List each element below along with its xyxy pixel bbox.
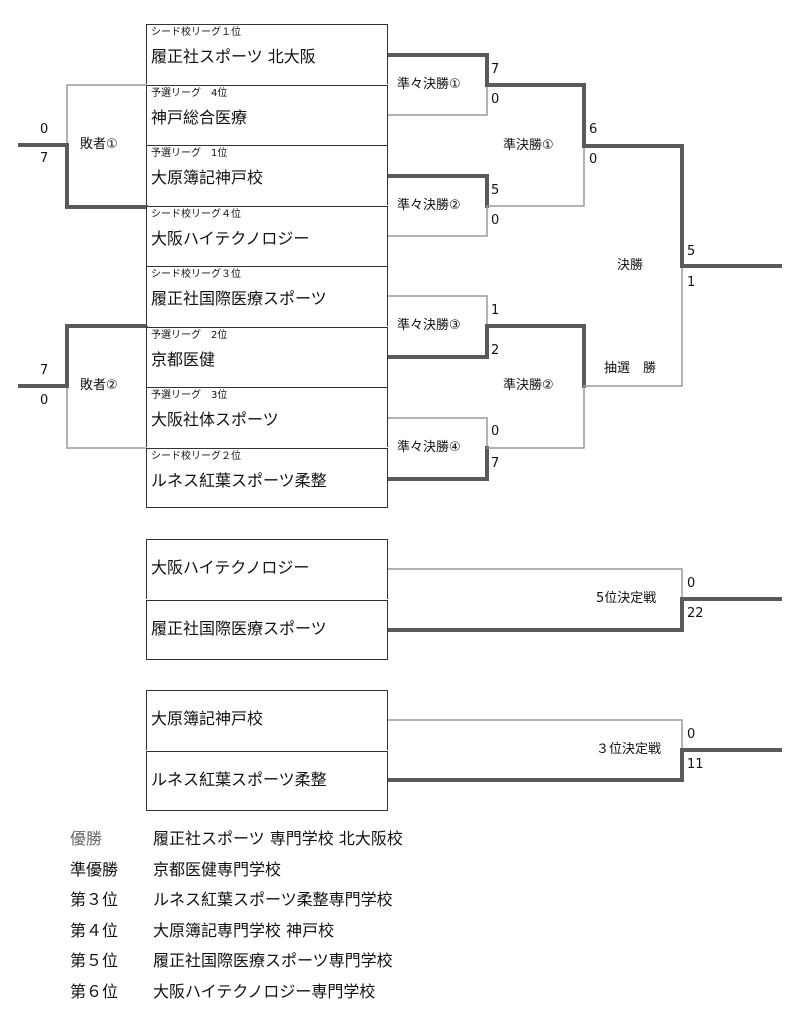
team-name: 履正社国際医療スポーツ <box>151 289 327 308</box>
team-seed: 予選リーグ 1位 <box>151 148 228 159</box>
score-qf4-bottom: 7 <box>491 456 500 471</box>
team-name: ルネス紅葉スポーツ柔整 <box>151 471 327 490</box>
team-box-5: シード校リーグ３位 履正社国際医療スポーツ <box>146 266 388 326</box>
third-team-a-box: 大原簿記神戸校 <box>146 690 388 750</box>
score-sf1-top: 6 <box>589 122 598 137</box>
team-seed: シード校リーグ２位 <box>151 451 241 462</box>
score-loser1-top: 0 <box>40 122 49 137</box>
score-loser1-bottom: 7 <box>40 151 49 166</box>
team-box-3: 予選リーグ 1位 大原簿記神戸校 <box>146 145 388 205</box>
sf2-label: 準決勝② <box>503 378 554 394</box>
score-qf2-bottom: 0 <box>491 213 500 228</box>
qf2-top-line <box>386 174 489 208</box>
qf1-label: 準々決勝① <box>397 77 461 93</box>
result-team: ルネス紅葉スポーツ柔整専門学校 <box>153 890 393 909</box>
score-sf1-bottom: 0 <box>589 152 598 167</box>
score-qf2-top: 5 <box>491 183 500 198</box>
qf4-label: 準々決勝④ <box>397 440 461 456</box>
team-name: 履正社スポーツ 北大阪 <box>151 47 316 66</box>
result-rank: 第６位 <box>70 981 119 1001</box>
loser1-label: 敗者① <box>80 137 118 153</box>
team-name: 大原簿記神戸校 <box>151 709 264 728</box>
qf3-top-line <box>387 295 488 327</box>
qf2-label: 準々決勝② <box>397 198 461 214</box>
team-seed: 予選リーグ 2位 <box>151 330 228 341</box>
loser1-top-line <box>66 84 147 146</box>
team-seed: 予選リーグ 4位 <box>151 88 228 99</box>
third-place-label: ３位決定戦 <box>596 742 662 758</box>
result-team: 履正社スポーツ 専門学校 北大阪校 <box>153 829 403 848</box>
result-rank: 第５位 <box>70 951 119 970</box>
loser2-bottom-line <box>66 385 147 449</box>
team-name: 大阪ハイテクノロジー <box>151 558 310 577</box>
team-seed: シード校リーグ３位 <box>151 269 241 280</box>
result-team: 履正社国際医療スポーツ専門学校 <box>153 951 393 970</box>
team-name: 神戸総合医療 <box>151 108 248 127</box>
result-team: 大阪ハイテクノロジー専門学校 <box>153 981 376 1001</box>
lottery-label: 抽選 勝 <box>604 361 657 377</box>
score-third-top: 0 <box>687 727 696 742</box>
sf1-top-line <box>485 83 586 148</box>
team-box-1: シード校リーグ１位 履正社スポーツ 北大阪 <box>146 24 388 84</box>
fifth-bottom-line <box>386 597 684 632</box>
score-qf4-top: 0 <box>491 424 500 439</box>
team-box-2: 予選リーグ 4位 神戸総合医療 <box>146 85 388 145</box>
sf1-bottom-line <box>486 145 585 207</box>
third-top-line <box>387 719 683 751</box>
loser1-bottom-line <box>65 143 148 209</box>
team-box-6: 予選リーグ 2位 京都医健 <box>146 327 388 387</box>
team-name: ルネス紅葉スポーツ柔整 <box>151 770 327 789</box>
loser2-label: 敗者② <box>80 378 118 394</box>
third-team-b-box: ルネス紅葉スポーツ柔整 <box>146 751 388 811</box>
result-rank: 第３位 <box>70 890 119 909</box>
sf2-bottom-line <box>486 385 585 449</box>
fifth-place-label: 5位決定戦 <box>596 591 657 607</box>
score-qf3-top: 1 <box>491 303 500 318</box>
team-seed: シード校リーグ４位 <box>151 209 241 220</box>
result-rank: 準優勝 <box>70 859 119 879</box>
score-qf1-top: 7 <box>491 62 500 77</box>
team-seed: 予選リーグ 3位 <box>151 390 228 401</box>
team-name: 京都医健 <box>151 350 216 369</box>
score-final-bottom: 1 <box>687 275 696 290</box>
score-fifth-bottom: 22 <box>687 606 704 621</box>
result-team: 京都医健専門学校 <box>153 859 282 879</box>
qf2-bottom-line <box>387 205 488 237</box>
team-name: 大阪社体スポーツ <box>151 410 279 429</box>
sf1-label: 準決勝① <box>503 138 554 154</box>
score-loser2-bottom: 0 <box>40 393 49 408</box>
team-seed: シード校リーグ１位 <box>151 27 241 38</box>
qf3-label: 準々決勝③ <box>397 318 461 334</box>
loser2-top-line <box>65 324 148 388</box>
team-name: 大原簿記神戸校 <box>151 168 264 187</box>
final-bottom-line <box>583 265 683 387</box>
result-team: 大原簿記専門学校 神戸校 <box>153 920 335 940</box>
team-box-4: シード校リーグ４位 大阪ハイテクノロジー <box>146 206 388 266</box>
fifth-team-a-box: 大阪ハイテクノロジー <box>146 539 388 599</box>
score-loser2-top: 7 <box>40 363 49 378</box>
qf1-bottom-line <box>387 84 488 116</box>
team-box-7: 予選リーグ 3位 大阪社体スポーツ <box>146 387 388 447</box>
team-name: 大阪ハイテクノロジー <box>151 229 310 248</box>
qf1-top-line <box>386 53 489 87</box>
fifth-top-line <box>387 568 683 600</box>
qf3-bottom-line <box>386 324 489 359</box>
sf2-top-line <box>485 324 586 388</box>
qf4-bottom-line <box>386 446 489 481</box>
score-qf3-bottom: 2 <box>491 343 500 358</box>
score-third-bottom: 11 <box>687 757 704 772</box>
final-top-line <box>582 144 684 268</box>
score-qf1-bottom: 0 <box>491 92 500 107</box>
team-name: 履正社国際医療スポーツ <box>151 619 327 638</box>
result-rank: 優勝 <box>70 829 103 848</box>
final-label: 決勝 <box>617 258 644 274</box>
qf4-top-line <box>387 417 488 449</box>
score-fifth-top: 0 <box>687 576 696 591</box>
score-final-top: 5 <box>687 244 696 259</box>
team-box-8: シード校リーグ２位 ルネス紅葉スポーツ柔整 <box>146 448 388 508</box>
fifth-team-b-box: 履正社国際医療スポーツ <box>146 600 388 660</box>
result-rank: 第４位 <box>70 920 119 940</box>
third-bottom-line <box>386 748 684 782</box>
